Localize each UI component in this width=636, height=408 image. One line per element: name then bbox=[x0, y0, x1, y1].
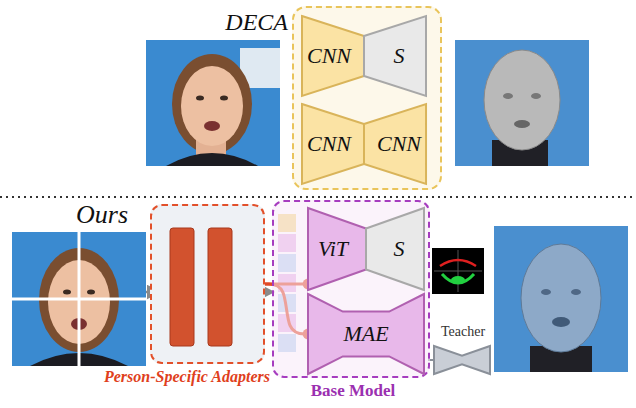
encoder-block: CNN bbox=[302, 104, 364, 184]
block-label: CNN bbox=[307, 45, 359, 67]
feature-image bbox=[432, 248, 484, 294]
eye bbox=[531, 93, 541, 99]
decoder-block-shape bbox=[364, 16, 426, 96]
block-label: MAE bbox=[343, 323, 388, 345]
eye bbox=[63, 290, 71, 295]
photo-background bbox=[146, 40, 280, 166]
adapter-layer bbox=[208, 228, 232, 346]
feature-background bbox=[432, 248, 484, 294]
teacher-block-shape bbox=[434, 346, 490, 374]
decoder-block-shape bbox=[364, 104, 426, 184]
teacher-block: Teacher bbox=[434, 346, 490, 374]
autoencoder-block: MAE bbox=[308, 294, 424, 374]
photo-background bbox=[12, 232, 146, 366]
block-label: CNN bbox=[307, 133, 359, 155]
block-label: S bbox=[386, 45, 405, 67]
photo-background bbox=[494, 226, 628, 372]
feature-axis bbox=[434, 271, 482, 272]
clothes bbox=[166, 153, 258, 166]
feature-blob bbox=[451, 276, 465, 284]
group-heading: Teacher bbox=[428, 325, 498, 340]
eye bbox=[541, 289, 551, 295]
encoder-block-shape bbox=[308, 208, 366, 290]
mouth bbox=[552, 317, 570, 327]
mouth bbox=[204, 121, 220, 131]
input-photo bbox=[146, 40, 280, 166]
grid-line bbox=[12, 298, 146, 301]
section-label: Ours bbox=[76, 202, 128, 228]
feature-curve bbox=[440, 260, 476, 266]
block-label: CNN bbox=[369, 133, 421, 155]
encoder-block: CNN bbox=[302, 16, 364, 96]
encoder-block-shape bbox=[302, 104, 364, 184]
group-heading: Person-Specific Adapters bbox=[102, 369, 272, 386]
hair bbox=[172, 54, 252, 154]
input-photo-grid bbox=[12, 232, 146, 366]
photo-background bbox=[455, 40, 589, 166]
encoder-block-shape bbox=[302, 16, 364, 96]
autoencoder-block-shape bbox=[308, 294, 424, 374]
separator-line bbox=[0, 196, 636, 198]
mesh-head bbox=[521, 244, 601, 352]
group-heading: DECA bbox=[208, 10, 288, 35]
adapter-layer bbox=[170, 228, 194, 346]
eye bbox=[503, 93, 513, 99]
eye bbox=[87, 290, 95, 295]
model-group: CNNSCNNCNNDECA bbox=[292, 6, 442, 190]
adapter-bars bbox=[152, 206, 263, 362]
decoder-block: S bbox=[366, 208, 424, 290]
block-label: S bbox=[386, 238, 405, 260]
teacher-block-outline bbox=[434, 346, 490, 374]
adapter-group: Person-Specific Adapters bbox=[150, 204, 265, 364]
feature-curve bbox=[442, 274, 474, 283]
eye bbox=[571, 289, 581, 295]
encoder-block: ViT bbox=[308, 208, 366, 290]
gray-reconstruction bbox=[455, 40, 589, 166]
eye bbox=[220, 96, 228, 101]
eye bbox=[196, 96, 204, 101]
decoder-block: S bbox=[364, 16, 426, 96]
base-model-group: ViTSMAEBase Model bbox=[272, 200, 430, 378]
blue-reconstruction bbox=[494, 226, 628, 372]
block-label: ViT bbox=[318, 238, 356, 260]
decoder-block-shape bbox=[366, 208, 424, 290]
group-heading: Base Model bbox=[274, 382, 432, 400]
face bbox=[181, 66, 243, 146]
mouth bbox=[514, 120, 530, 128]
mesh-head bbox=[484, 50, 560, 150]
decoder-block: CNN bbox=[364, 104, 426, 184]
